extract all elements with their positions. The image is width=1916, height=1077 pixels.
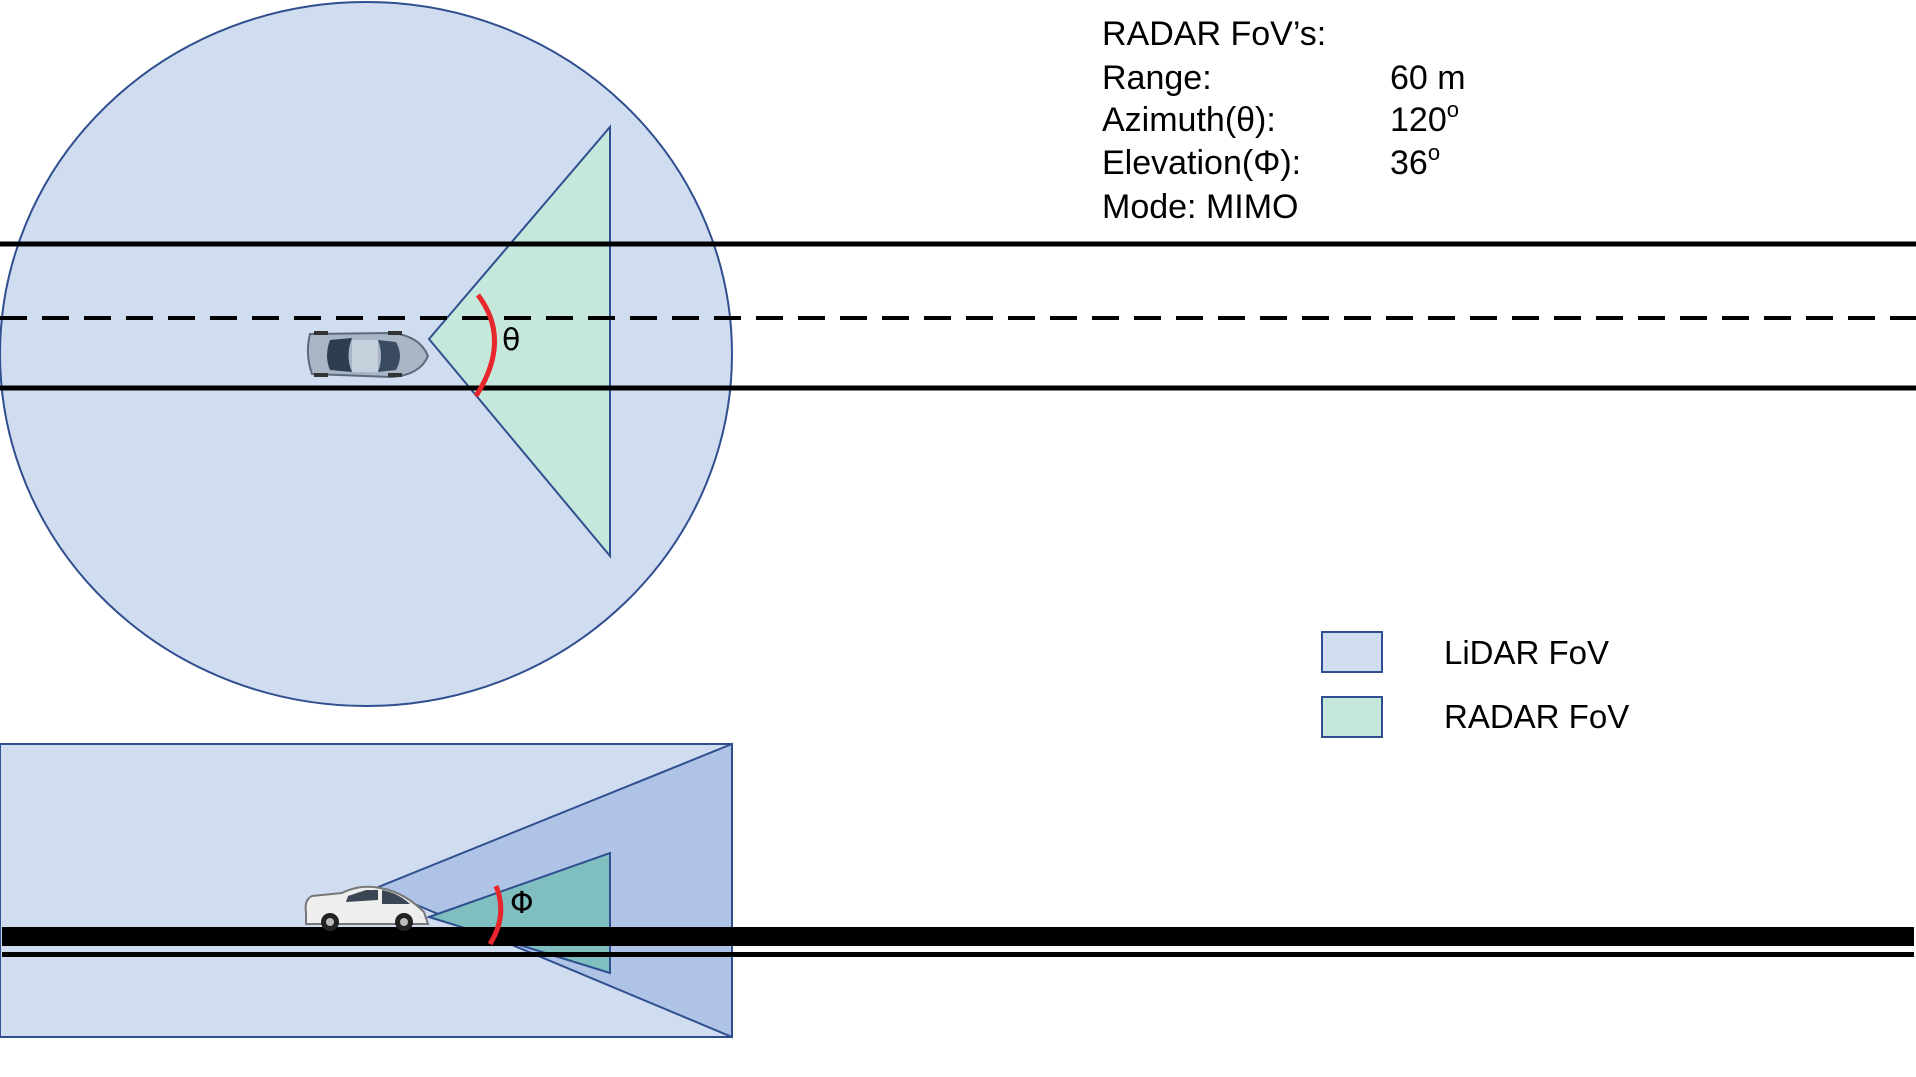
spec-elevation-label: Elevation(Φ): <box>1102 144 1301 182</box>
azimuth-angle-arc <box>473 293 497 398</box>
legend-lidar-label: LiDAR FoV <box>1444 634 1609 671</box>
legend-radar-label: RADAR FoV <box>1444 698 1629 735</box>
spec-azimuth-value: 120o <box>1390 97 1459 139</box>
spec-range-label: Range: <box>1102 59 1212 97</box>
spec-heading: RADAR FoV’s: <box>1102 15 1326 53</box>
elevation-angle-label: Φ <box>510 886 534 921</box>
top-view: θ <box>0 1 1916 707</box>
legend: LiDAR FoV RADAR FoV <box>1321 631 1629 738</box>
road-surface-thin <box>2 952 1914 957</box>
legend-radar-swatch <box>1321 696 1383 738</box>
spec-azimuth-label: Azimuth(θ): <box>1102 101 1276 139</box>
spec-elevation-value: 36o <box>1390 140 1440 182</box>
side-view: Φ <box>0 742 1914 1039</box>
car-top-view-icon <box>306 331 430 379</box>
road-surface-thick <box>2 927 1914 946</box>
spec-range-value: 60 m <box>1390 59 1466 97</box>
car-side-view-icon <box>304 885 430 931</box>
azimuth-angle-label: θ <box>502 323 520 358</box>
radar-fov-azimuth-cone <box>427 124 611 559</box>
spec-mode: Mode: MIMO <box>1102 188 1298 226</box>
radar-spec-panel: RADAR FoV’s: Range: 60 m Azimuth(θ): 120… <box>1102 15 1466 226</box>
legend-lidar-swatch <box>1321 631 1383 673</box>
elevation-angle-arc <box>487 885 504 946</box>
